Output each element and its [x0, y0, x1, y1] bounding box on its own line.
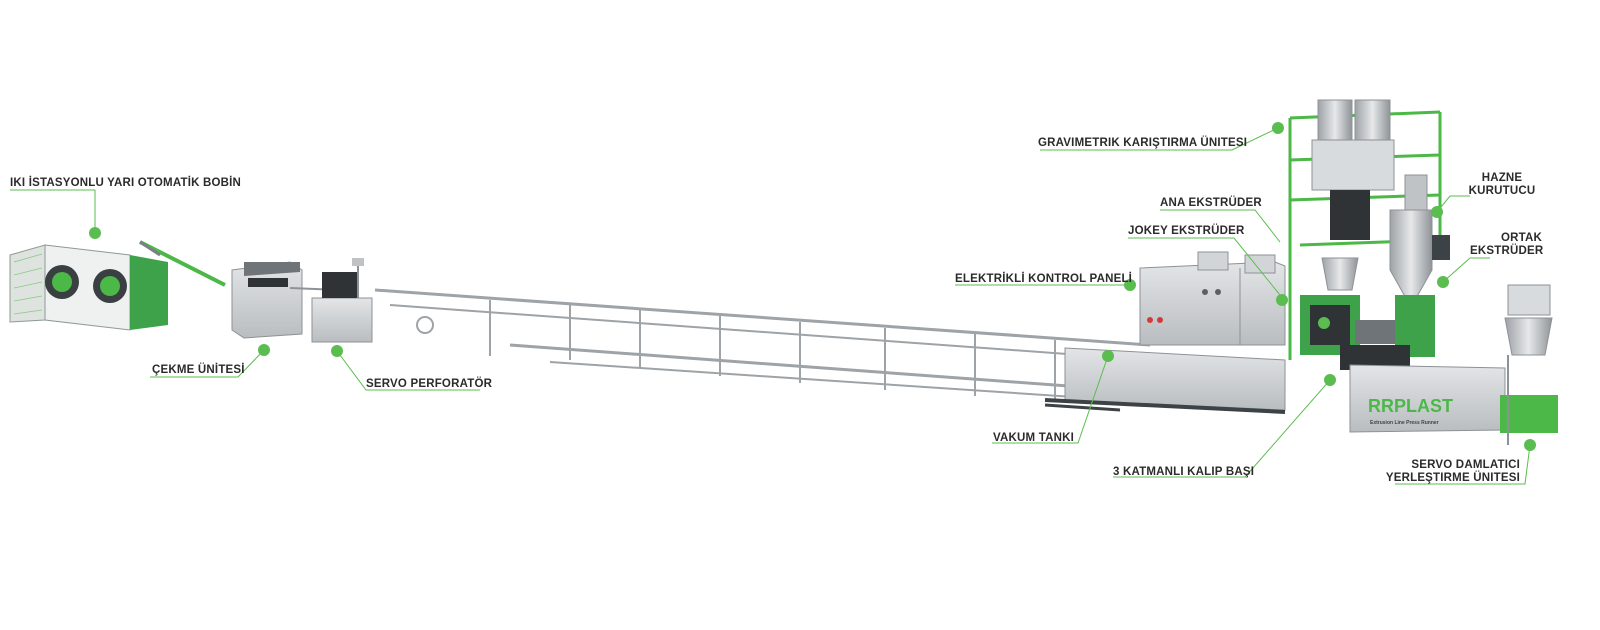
label-hazne-line1: HAZNE	[1481, 172, 1523, 184]
callout-dots	[89, 122, 1536, 451]
label-servo-damlatici: SERVO DAMLATICI YERLEŞTIRME ÜNITESI	[1385, 459, 1520, 485]
dot-damlatici	[1524, 439, 1536, 451]
dot-elektrikli	[1124, 279, 1136, 291]
label-damlatici-line2: YERLEŞTIRME ÜNITESI	[1385, 472, 1520, 484]
label-ortak-line2: EKSTRÜDER	[1470, 245, 1544, 257]
label-ortak-ekstruder: ORTAK EKSTRÜDER	[1470, 232, 1544, 258]
servo-perforator	[311, 258, 373, 343]
dot-perforator	[331, 345, 343, 357]
label-gravimetrik: GRAVIMETRIK KARIŞTIRMA ÜNITESI	[1038, 137, 1248, 149]
two-station-winder	[9, 240, 226, 331]
dot-gravimetrik	[1272, 122, 1284, 134]
label-elektrikli-panel: ELEKTRİKLİ KONTROL PANELİ	[955, 273, 1133, 285]
servo-dripper-unit	[1500, 284, 1558, 445]
dot-kalip	[1324, 374, 1336, 386]
dot-cekme	[258, 344, 270, 356]
label-jokey-ekstruder: JOKEY EKSTRÜDER	[1128, 225, 1245, 237]
brand-logo: RRPLAST	[1368, 396, 1453, 416]
label-cekme: ÇEKME ÜNİTESİ	[152, 364, 245, 376]
callout-leaders	[10, 127, 1531, 485]
label-servo-perforator: SERVO PERFORATÖR	[366, 378, 493, 390]
dot-ana	[1276, 294, 1288, 306]
dot-ortak	[1437, 276, 1449, 288]
label-damlatici-line1: SERVO DAMLATICI	[1411, 459, 1520, 471]
dot-hazne	[1431, 206, 1443, 218]
pipe-conveyor	[374, 288, 1151, 403]
label-bobin: IKI İSTASYONLU YARI OTOMATİK BOBİN	[10, 177, 242, 189]
haul-off-unit	[231, 261, 341, 339]
label-vakum-tanki: VAKUM TANKI	[993, 432, 1074, 444]
label-hazne-line2: KURUTUCU	[1468, 185, 1536, 197]
vacuum-tank	[1044, 347, 1286, 414]
extruder-tower	[1288, 99, 1450, 370]
brand-tagline: Extrusion Line Press Runner	[1370, 420, 1439, 426]
extruder-base: RRPLAST Extrusion Line Press Runner	[1349, 364, 1506, 433]
label-ortak-line1: ORTAK	[1500, 232, 1542, 244]
dot-vakum	[1102, 350, 1114, 362]
electrical-control-panel	[1139, 251, 1286, 346]
label-hazne-kurutucu: HAZNE KURUTUCU	[1467, 172, 1537, 198]
label-ana-ekstruder: ANA EKSTRÜDER	[1160, 197, 1262, 209]
dot-bobin	[89, 227, 101, 239]
dot-jokey	[1318, 317, 1330, 329]
label-kalip-basi: 3 KATMANLI KALIP BAŞI	[1113, 466, 1255, 478]
